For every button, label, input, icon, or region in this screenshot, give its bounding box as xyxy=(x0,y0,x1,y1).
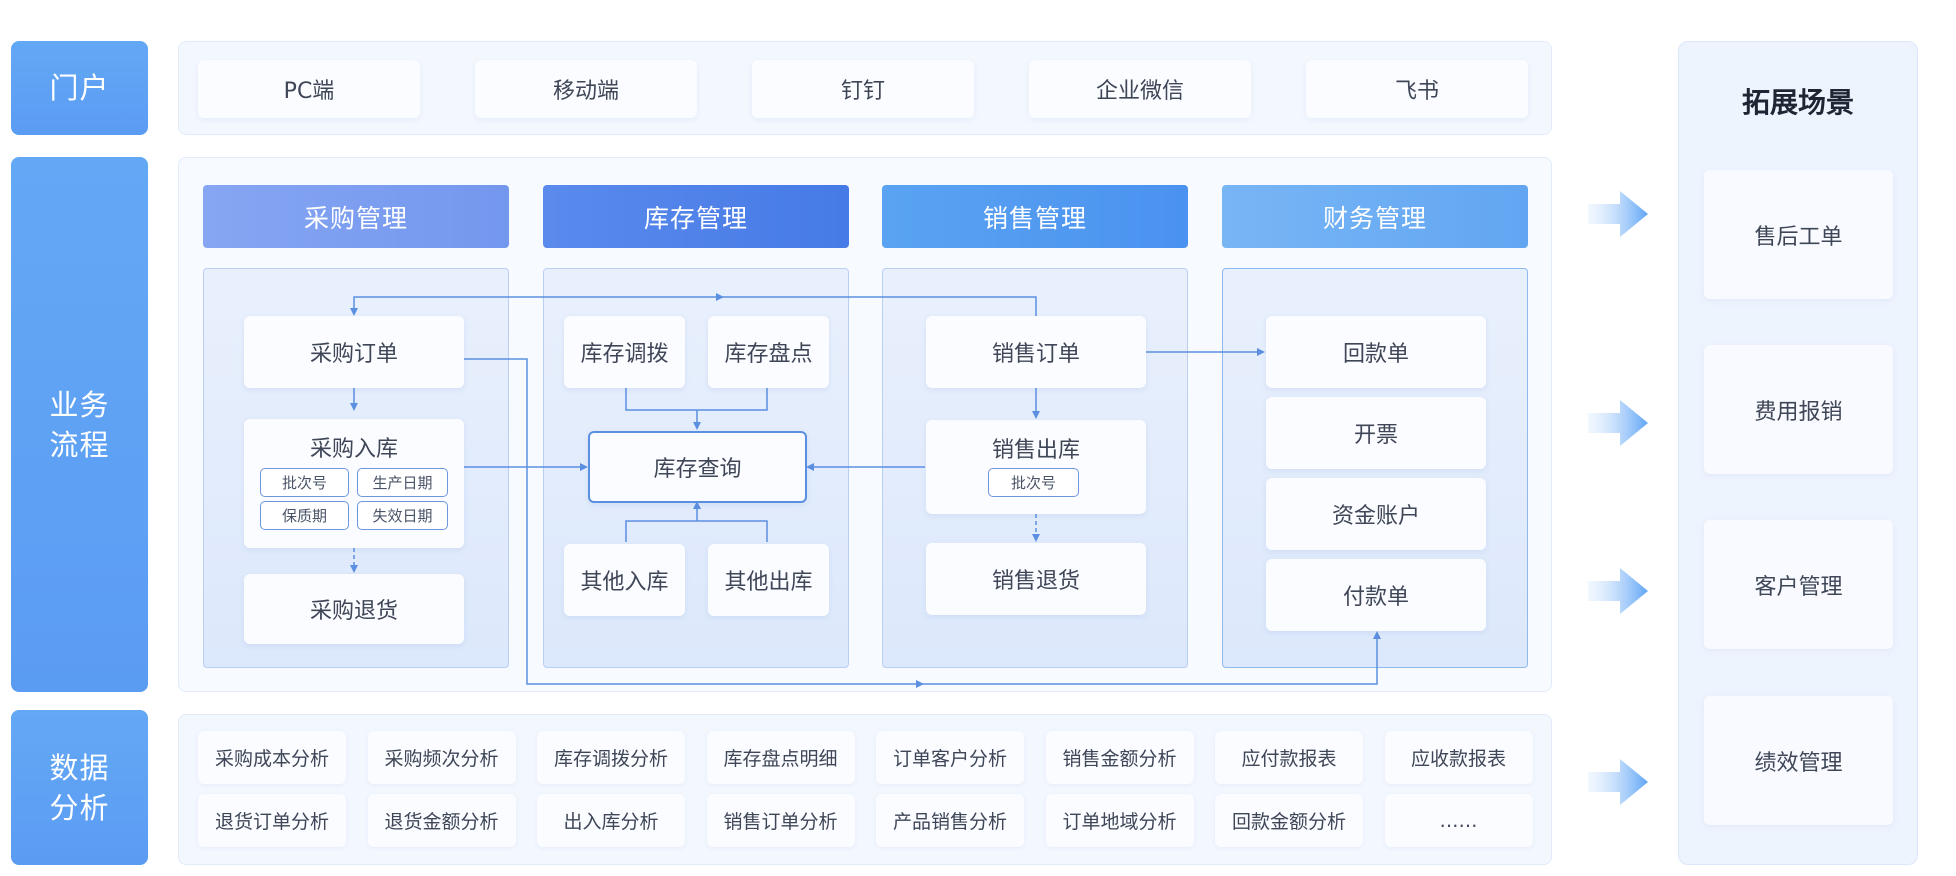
module-header-sales[interactable]: 销售管理 xyxy=(882,185,1188,248)
tag-expiry-date: 失效日期 xyxy=(357,501,448,530)
arrow-right-icon xyxy=(1588,759,1648,805)
node-finance-invoice[interactable]: 开票 xyxy=(1266,397,1486,469)
node-sales-order[interactable]: 销售订单 xyxy=(926,316,1146,388)
analysis-item[interactable]: 销售金额分析 xyxy=(1045,731,1194,784)
analysis-item[interactable]: 出入库分析 xyxy=(537,794,685,847)
portal-item-feishu[interactable]: 飞书 xyxy=(1306,60,1528,118)
node-finance-receipt[interactable]: 回款单 xyxy=(1266,316,1486,388)
analysis-item[interactable]: …… xyxy=(1384,794,1533,847)
portal-item-pc[interactable]: PC端 xyxy=(198,60,420,118)
module-header-purchase[interactable]: 采购管理 xyxy=(203,185,509,248)
node-purchase-order[interactable]: 采购订单 xyxy=(244,316,464,388)
node-finance-payment[interactable]: 付款单 xyxy=(1266,559,1486,631)
analysis-item[interactable]: 应收款报表 xyxy=(1384,731,1533,784)
extension-item-customer[interactable]: 客户管理 xyxy=(1704,520,1893,649)
arrow-right-icon xyxy=(1588,568,1648,614)
tag-shelf-life: 保质期 xyxy=(260,501,349,530)
node-purchase-inbound-label: 采购入库 xyxy=(309,437,398,462)
analysis-item[interactable]: 回款金额分析 xyxy=(1215,794,1363,847)
portal-item-wecom[interactable]: 企业微信 xyxy=(1029,60,1251,118)
tag-batch-no: 批次号 xyxy=(260,468,349,497)
portal-item-mobile[interactable]: 移动端 xyxy=(475,60,697,118)
analysis-item[interactable]: 退货金额分析 xyxy=(367,794,516,847)
module-header-inventory[interactable]: 库存管理 xyxy=(543,185,849,248)
arrow-right-icon xyxy=(1588,191,1648,237)
analysis-item[interactable]: 库存调拨分析 xyxy=(537,731,685,784)
node-sales-outbound-label: 销售出库 xyxy=(991,438,1080,463)
node-purchase-return[interactable]: 采购退货 xyxy=(244,574,464,644)
analysis-item[interactable]: 采购成本分析 xyxy=(198,731,346,784)
module-header-finance[interactable]: 财务管理 xyxy=(1222,185,1528,248)
analysis-item[interactable]: 退货订单分析 xyxy=(198,794,346,847)
node-other-inbound[interactable]: 其他入库 xyxy=(564,544,685,616)
extension-item-performance[interactable]: 绩效管理 xyxy=(1704,696,1893,825)
section-label-portal: 门户 xyxy=(11,41,148,135)
analysis-item[interactable]: 应付款报表 xyxy=(1215,731,1363,784)
node-sales-outbound[interactable]: 销售出库 xyxy=(926,420,1146,514)
node-inventory-count[interactable]: 库存盘点 xyxy=(708,316,829,388)
node-sales-return[interactable]: 销售退货 xyxy=(926,543,1146,615)
portal-item-dingtalk[interactable]: 钉钉 xyxy=(752,60,974,118)
extension-title: 拓展场景 xyxy=(1741,86,1854,119)
analysis-item[interactable]: 采购频次分析 xyxy=(367,731,516,784)
analysis-item[interactable]: 订单客户分析 xyxy=(876,731,1024,784)
extension-item-after-sales[interactable]: 售后工单 xyxy=(1704,170,1893,299)
node-inventory-query[interactable]: 库存查询 xyxy=(588,431,807,503)
analysis-item[interactable]: 产品销售分析 xyxy=(876,794,1024,847)
arrow-right-icon xyxy=(1588,400,1648,446)
tag-production-date: 生产日期 xyxy=(357,468,448,497)
node-finance-account[interactable]: 资金账户 xyxy=(1266,478,1486,550)
analysis-item[interactable]: 库存盘点明细 xyxy=(706,731,855,784)
section-label-analysis: 数据 分析 xyxy=(11,710,148,865)
section-label-business: 业务 流程 xyxy=(11,157,148,692)
node-other-outbound[interactable]: 其他出库 xyxy=(708,544,829,616)
analysis-item[interactable]: 订单地域分析 xyxy=(1045,794,1194,847)
tag-sales-batch-no: 批次号 xyxy=(988,468,1079,497)
extension-item-expense[interactable]: 费用报销 xyxy=(1704,345,1893,474)
node-inventory-transfer[interactable]: 库存调拨 xyxy=(564,316,685,388)
analysis-item[interactable]: 销售订单分析 xyxy=(706,794,855,847)
